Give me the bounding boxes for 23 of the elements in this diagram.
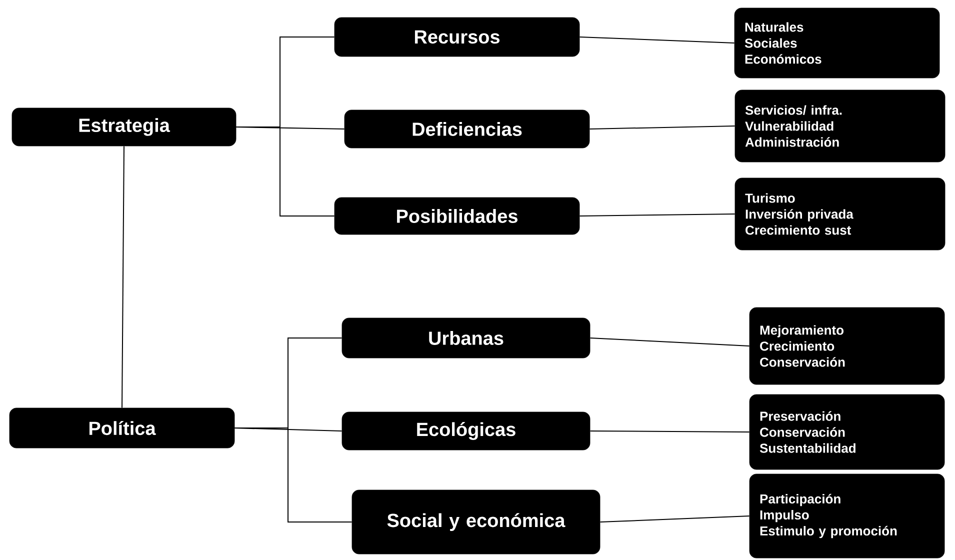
category-box: Recursos xyxy=(334,17,580,57)
category-box: Estrategia xyxy=(12,108,236,146)
item-list-box: Naturales Sociales Económicos xyxy=(734,8,940,78)
connector-line xyxy=(590,430,750,432)
item-list-box: Turismo Inversión privada Crecimiento sust xyxy=(734,178,946,250)
connector-line xyxy=(590,338,750,346)
category-box: Deficiencias xyxy=(344,110,590,148)
item-list-box: Participación Impulso Estimulo y promoción xyxy=(749,474,945,558)
item-list-box: Servicios/ infra. Vulnerabilidad Administración xyxy=(734,90,946,162)
connector-line xyxy=(600,516,750,522)
category-box: Política xyxy=(9,408,235,448)
item-list-box: Mejoramiento Crecimiento Conservación xyxy=(749,307,945,385)
connector-line xyxy=(579,214,736,216)
category-box: Ecológicas xyxy=(342,412,590,450)
category-box: Posibilidades xyxy=(334,197,580,235)
connector-line xyxy=(122,146,124,408)
item-list-box: Preservación Conservación Sustentabilidad xyxy=(749,394,945,470)
category-box: Urbanas xyxy=(342,318,590,358)
connector-line xyxy=(234,428,352,522)
connector-line xyxy=(579,36,735,44)
category-box: Social y económica xyxy=(352,490,600,554)
connector-line xyxy=(589,126,736,130)
connector-line xyxy=(236,126,335,216)
